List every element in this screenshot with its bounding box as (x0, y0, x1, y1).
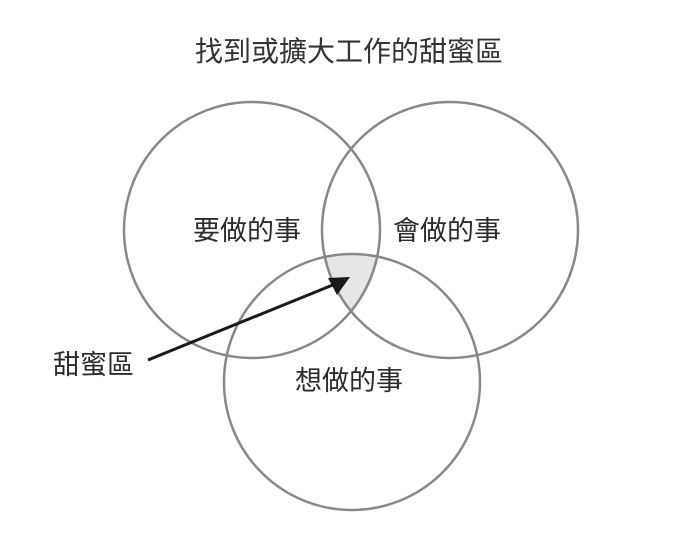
circle-want-to-do (122, 100, 382, 360)
circle-label-need: 要做的事 (193, 216, 301, 247)
circle-label-can: 會做的事 (393, 216, 501, 247)
callout-arrow (147, 278, 346, 362)
diagram-title: 找到或擴大工作的甜蜜區 (194, 35, 503, 68)
circle-like-to-do (222, 252, 482, 512)
circle-can-do (320, 100, 580, 360)
callout-label-sweet-spot: 甜蜜區 (53, 350, 134, 381)
arrow-head-icon (328, 277, 350, 295)
circle-label-want: 想做的事 (295, 366, 403, 397)
